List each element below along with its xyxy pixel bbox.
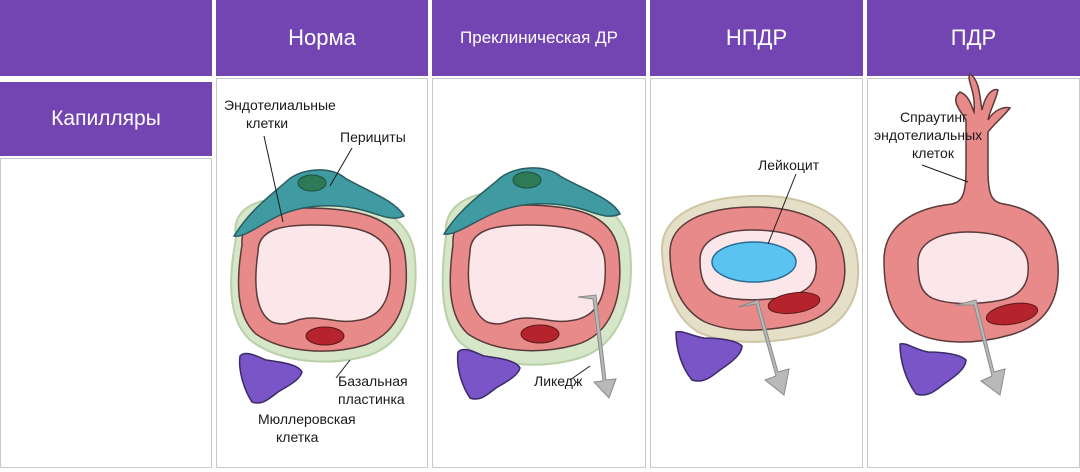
capillary-npdr	[660, 173, 860, 396]
red-blood-cell	[767, 291, 821, 315]
label-endothelial-1: Эндотелиальные	[224, 97, 336, 113]
capillary-pdr	[883, 72, 1059, 396]
label-basal-2: пластинка	[338, 391, 405, 407]
leakage-arrow	[955, 299, 1006, 396]
label-sprouting-1: Спраутинг	[900, 109, 967, 125]
muller-cell	[675, 330, 743, 382]
leakage-arrow	[737, 299, 790, 396]
capillary-norm	[230, 135, 417, 404]
pericyte	[232, 169, 406, 237]
pericyte-nucleus	[297, 174, 327, 192]
label-leukocyte: Лейкоцит	[758, 157, 820, 173]
red-blood-cell	[520, 324, 560, 344]
lumen	[467, 224, 607, 325]
label-muller-2: клетка	[276, 429, 319, 445]
label-basal-1: Базальная	[338, 373, 408, 389]
red-blood-cell	[305, 326, 345, 346]
label-muller-1: Мюллеровская	[258, 411, 356, 427]
lumen	[255, 224, 392, 325]
muller-cell	[238, 352, 303, 404]
row-label-capillaries: Капилляры	[0, 82, 212, 156]
header-pdr: ПДР	[867, 0, 1080, 76]
label-pericytes: Перициты	[340, 129, 406, 145]
capillary-preclinical	[441, 167, 632, 400]
red-blood-cell	[985, 302, 1039, 326]
pericyte-nucleus	[512, 171, 542, 189]
leakage-arrow	[577, 294, 617, 399]
lumen	[917, 231, 1029, 305]
header-preclinical: Преклиническая ДР	[432, 0, 646, 76]
header-norm: Норма	[216, 0, 428, 76]
header-npdr: НПДР	[650, 0, 863, 76]
label-endothelial-2: клетки	[246, 115, 288, 131]
leukocyte	[711, 241, 797, 283]
label-leakage: Ликедж	[534, 373, 583, 389]
label-sprouting-2: эндотелиальных	[874, 127, 982, 143]
label-sprouting-3: клеток	[912, 145, 955, 161]
pericyte	[442, 167, 622, 235]
muller-cell	[899, 342, 967, 396]
muller-cell	[456, 348, 521, 400]
header-corner	[0, 0, 212, 76]
row-label-panel	[0, 158, 212, 468]
